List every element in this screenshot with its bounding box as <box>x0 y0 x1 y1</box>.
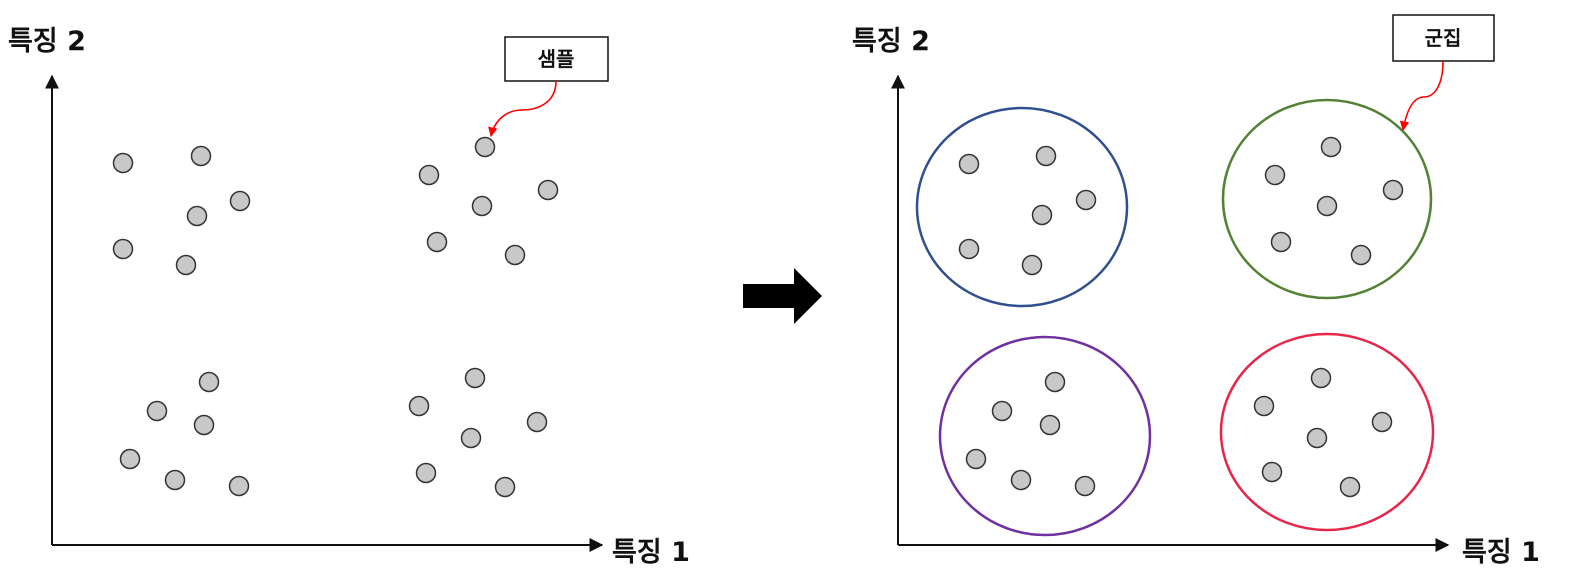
left-x-axis-label: 특징 1 <box>612 537 690 568</box>
right-sample-point-17 <box>1010 469 1032 491</box>
sample-callout-label: 샘플 <box>538 47 575 71</box>
left-sample-point-2 <box>190 145 212 167</box>
right-panel: 특징 2 특징 1 군집 <box>852 14 1540 568</box>
left-sample-point-10 <box>471 195 493 217</box>
left-sample-point-17 <box>164 469 186 491</box>
left-sample-point-12 <box>504 244 526 266</box>
right-sample-point-9 <box>1382 179 1404 201</box>
left-sample-point-1 <box>112 152 134 174</box>
right-sample-point-24 <box>1339 476 1361 498</box>
right-sample-point-21 <box>1371 411 1393 433</box>
right-sample-point-10 <box>1316 195 1338 217</box>
left-sample-point-8 <box>418 164 440 186</box>
right-sample-point-2 <box>1035 145 1057 167</box>
right-sample-point-23 <box>1261 461 1283 483</box>
left-sample-point-19 <box>464 367 486 389</box>
left-sample-point-16 <box>119 448 141 470</box>
left-sample-point-15 <box>193 414 215 436</box>
right-sample-point-4 <box>1031 204 1053 226</box>
sample-callout-box <box>504 36 609 82</box>
cluster-outline-bottom-right <box>1219 332 1435 532</box>
right-sample-point-12 <box>1350 244 1372 266</box>
left-sample-point-7 <box>474 136 496 158</box>
cluster-callout: 군집 <box>1392 14 1495 131</box>
cluster-outline-bottom-left <box>938 335 1152 537</box>
right-sample-point-8 <box>1264 164 1286 186</box>
right-y-axis-label: 특징 2 <box>852 26 930 57</box>
left-sample-point-6 <box>175 254 197 276</box>
right-sample-point-15 <box>1039 414 1061 436</box>
left-sample-callout: 샘플 <box>488 36 609 137</box>
left-sample-point-24 <box>494 476 516 498</box>
sample-callout-arrow <box>488 80 557 137</box>
right-sample-point-1 <box>958 153 980 175</box>
cluster-callout-arrow <box>1399 60 1444 131</box>
left-sample-point-4 <box>186 205 208 227</box>
right-sample-point-5 <box>958 238 980 260</box>
right-sample-point-20 <box>1253 395 1275 417</box>
cluster-outline-top-right <box>1221 98 1433 300</box>
left-y-axis-label: 특징 2 <box>8 26 86 57</box>
left-sample-point-3 <box>229 190 251 212</box>
left-sample-point-11 <box>426 231 448 253</box>
cluster-outline-top-left <box>915 106 1129 308</box>
left-sample-point-5 <box>112 238 134 260</box>
left-sample-point-18 <box>228 475 250 497</box>
right-sample-point-22 <box>1306 427 1328 449</box>
right-sample-point-18 <box>1074 475 1096 497</box>
left-panel: 특징 2 특징 1 샘플 <box>8 26 690 568</box>
right-x-axis-label: 특징 1 <box>1462 537 1540 568</box>
right-sample-point-16 <box>965 448 987 470</box>
right-sample-point-14 <box>991 400 1013 422</box>
left-sample-points <box>112 136 559 498</box>
right-sample-point-3 <box>1075 189 1097 211</box>
right-sample-point-7 <box>1320 136 1342 158</box>
left-sample-point-14 <box>146 400 168 422</box>
left-sample-point-22 <box>460 427 482 449</box>
transition-arrow <box>743 268 822 324</box>
right-sample-point-11 <box>1270 231 1292 253</box>
left-sample-point-21 <box>526 411 548 433</box>
cluster-callout-label: 군집 <box>1425 26 1462 50</box>
right-sample-points <box>958 136 1404 498</box>
right-sample-point-6 <box>1021 254 1043 276</box>
left-sample-point-9 <box>537 179 559 201</box>
left-sample-point-13 <box>198 371 220 393</box>
right-sample-point-13 <box>1044 371 1066 393</box>
left-sample-point-23 <box>415 462 437 484</box>
right-sample-point-19 <box>1310 367 1332 389</box>
left-sample-point-20 <box>408 395 430 417</box>
